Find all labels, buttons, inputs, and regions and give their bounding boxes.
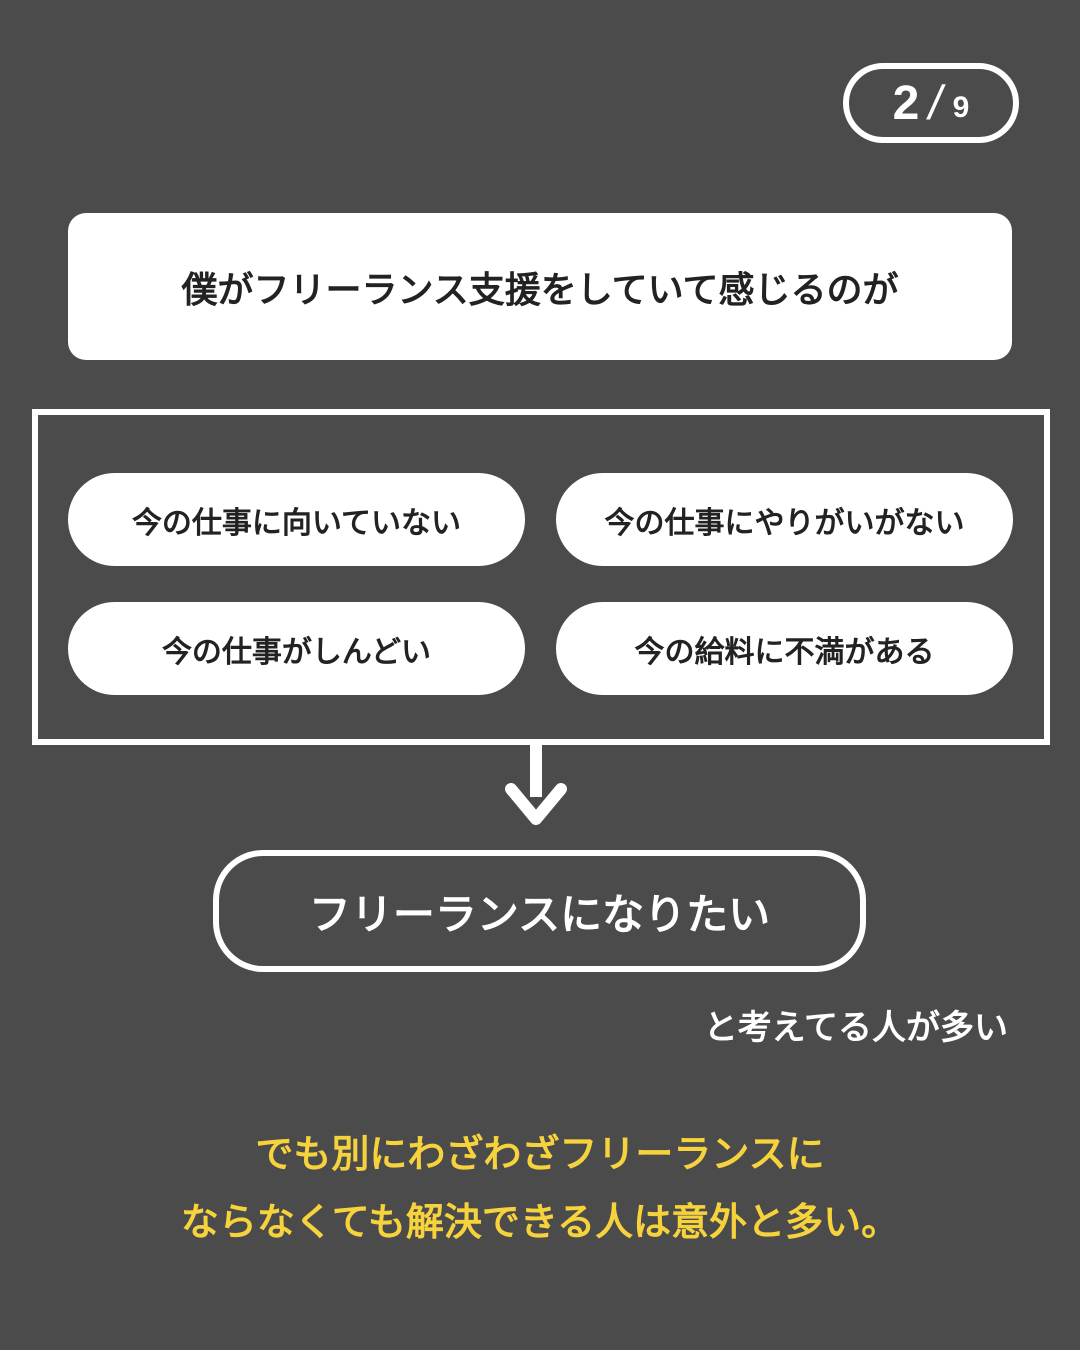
reason-pill: 今の仕事がしんどい [68, 602, 525, 695]
reason-pill: 今の仕事に向いていない [68, 473, 525, 566]
reason-pill: 今の給料に不満がある [556, 602, 1013, 695]
page-total: 9 [952, 91, 970, 124]
goal-box: フリーランスになりたい [213, 850, 866, 972]
page-current: 2 [892, 76, 920, 130]
conclusion-line: ならなくても解決できる人は意外と多い。 [180, 1200, 900, 1244]
reason-pill: 今の仕事にやりがいがない [556, 473, 1013, 566]
intro-heading: 僕がフリーランス支援をしていて感じるのが [68, 213, 1012, 360]
conclusion: でも別にわざわざフリーランスに ならなくても解決できる人は意外と多い。 [0, 1120, 1080, 1256]
page-indicator: 2 / 9 [843, 63, 1019, 143]
conclusion-line: でも別にわざわざフリーランスに [255, 1132, 825, 1176]
note-text: と考えてる人が多い [703, 1008, 1008, 1048]
page-separator: / [924, 76, 948, 130]
arrow-down-icon [505, 745, 567, 825]
reasons-frame [32, 409, 1050, 745]
